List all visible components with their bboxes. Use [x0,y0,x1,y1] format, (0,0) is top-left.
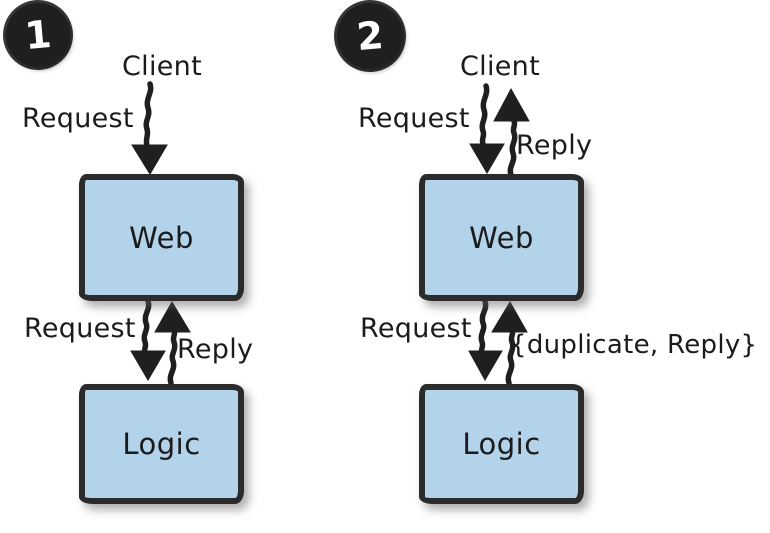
logic-box-label: Logic [462,427,541,461]
request-label: Request [358,103,470,134]
reply-label: Reply [177,334,254,365]
panel-number-badge: 1 [3,0,73,70]
web-box-label: Web [129,220,194,255]
request-arrow-down-icon [130,298,166,381]
request-label: Request [24,313,136,344]
request-arrow-down-icon [469,83,505,174]
request-label: Request [22,103,134,134]
logic-box-label: Logic [122,427,201,461]
web-box: Web [419,174,584,301]
logic-box: Logic [79,384,244,504]
panel-number-badge: 2 [334,0,406,72]
logic-box: Logic [419,384,584,504]
request-arrow-down-icon [131,81,168,175]
reply-label: Reply [516,130,593,161]
web-box: Web [79,174,244,301]
client-label: Client [460,51,540,82]
web-box-label: Web [469,220,534,255]
request-label: Request [360,313,472,344]
request-arrow-down-icon [468,298,503,382]
duplicate-reply-label: {duplicate, Reply} [510,330,758,360]
client-label: Client [122,51,202,82]
